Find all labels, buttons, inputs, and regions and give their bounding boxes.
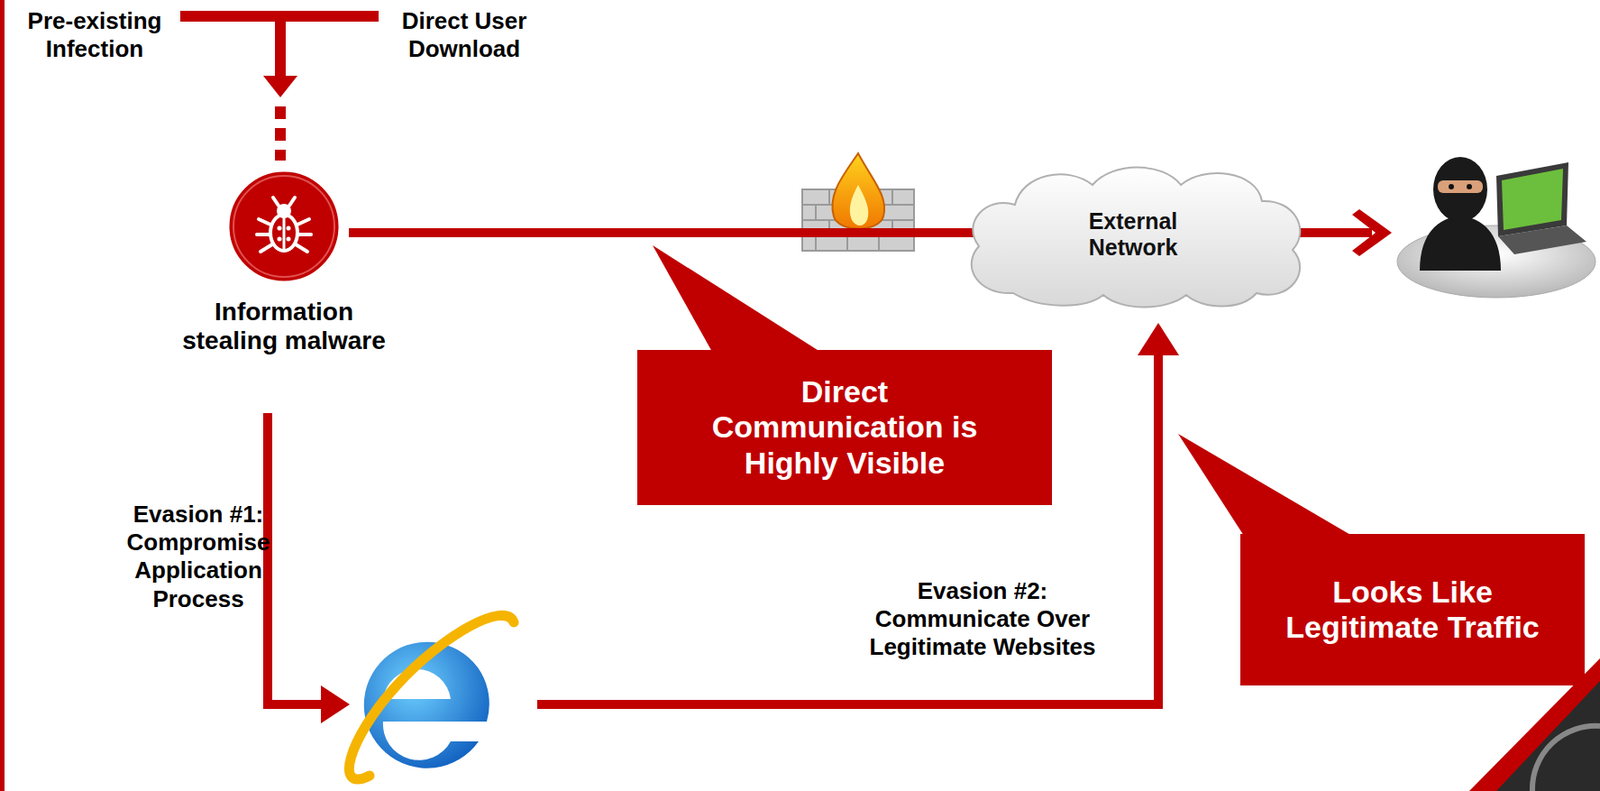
callout-tail (652, 245, 821, 352)
ie-icon (348, 614, 514, 779)
merge-arrowhead (263, 75, 298, 98)
annotation-label: Pre-existing Infection (9, 7, 181, 64)
evasion1-line (263, 412, 273, 709)
annotation-label: Evasion #2: Communicate Over Legitimate … (838, 576, 1127, 662)
cloud-node: External Network (959, 157, 1308, 311)
malware-icon (224, 166, 344, 286)
connector-line (348, 232, 976, 234)
evasion1-arrowhead (320, 685, 350, 723)
corner-decoration (1496, 680, 1600, 791)
annotation-label: Direct User Download (378, 7, 550, 64)
evasion1-line (263, 699, 329, 709)
evasion2-arrowhead (1137, 322, 1180, 356)
node-label: Information stealing malware (180, 297, 388, 356)
dotted-line (274, 106, 286, 161)
annotation-label: Evasion #1: Compromise Application Proce… (112, 500, 284, 613)
merge-stem (274, 16, 286, 80)
callout-text: Looks Like Legitimate Traffic (1256, 574, 1569, 645)
evasion2-line (537, 699, 1163, 709)
callout-text: Direct Communication is Highly Visible (682, 374, 1007, 480)
evasion2-line (1153, 347, 1163, 709)
node-label: External Network (1065, 208, 1201, 261)
exfil-line (1298, 228, 1372, 238)
corner-decoration (1532, 725, 1600, 791)
exfil-arrowhead (1352, 209, 1392, 256)
malware-node: Information stealing malware (180, 166, 388, 384)
callout-box: Direct Communication is Highly Visible (637, 349, 1052, 505)
callout-box: Looks Like Legitimate Traffic (1240, 533, 1585, 686)
attacker-icon (1397, 156, 1596, 298)
edge-strip (0, 0, 5, 791)
callout-tail (1178, 433, 1353, 536)
